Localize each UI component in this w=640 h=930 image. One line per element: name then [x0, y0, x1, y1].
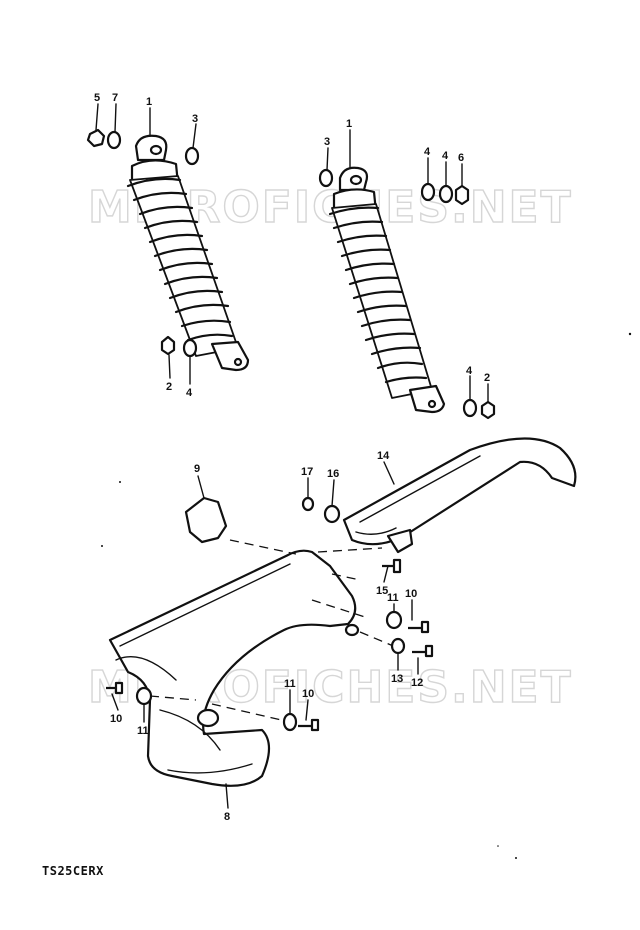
- callout-10: 10: [302, 688, 314, 700]
- callout-10: 10: [405, 588, 417, 600]
- chain-case-assembly: [106, 437, 577, 809]
- grommet-16: [323, 504, 341, 524]
- collar-11b: [135, 686, 153, 706]
- right-washer-3: [318, 168, 334, 188]
- right-washer-4b: [438, 184, 454, 204]
- callout-5: 5: [94, 92, 100, 104]
- callout-1: 1: [146, 96, 152, 108]
- callout-4: 4: [442, 150, 449, 162]
- right-shock-spring: [328, 203, 433, 399]
- nut-17: [301, 496, 315, 512]
- left-shock-spring: [126, 175, 239, 357]
- callout-14: 14: [377, 450, 390, 462]
- callout-11: 11: [284, 678, 296, 690]
- callouts-chain-case: 9 17 16 14 15 11 10 13 12 10 11 11 10 8: [110, 450, 423, 823]
- collar-11c: [282, 712, 298, 732]
- callouts-left-shock: 5 7 1 3 2 4: [94, 92, 198, 399]
- left-washer-4: [182, 338, 198, 358]
- callout-10: 10: [110, 713, 122, 725]
- bolt-10c: [298, 718, 320, 732]
- right-nut-6: [454, 184, 470, 206]
- callout-11: 11: [137, 725, 149, 737]
- callout-12: 12: [411, 677, 423, 689]
- left-nut-5: [86, 128, 106, 148]
- callout-4: 4: [424, 146, 431, 158]
- collar-11a: [385, 610, 403, 630]
- left-washer-7: [106, 130, 122, 150]
- left-shock-absorber: [86, 103, 250, 385]
- callout-15: 15: [376, 585, 388, 597]
- right-washer-4a: [420, 182, 436, 202]
- callout-17: 17: [301, 466, 313, 478]
- left-nut-2: [160, 335, 176, 356]
- bolt-10a: [408, 620, 430, 634]
- callout-2: 2: [166, 381, 172, 393]
- callout-3: 3: [192, 113, 198, 125]
- rubber-block-9: [184, 496, 228, 544]
- right-nut-2: [480, 400, 496, 420]
- callout-8: 8: [224, 811, 230, 823]
- callout-4: 4: [466, 365, 473, 377]
- right-shock-absorber: [318, 129, 496, 420]
- callout-6: 6: [458, 152, 464, 164]
- bolt-12: [412, 644, 434, 658]
- diagram-code: TS25CERX: [42, 864, 104, 878]
- callout-4: 4: [186, 387, 193, 399]
- callout-1: 1: [346, 118, 352, 130]
- callout-3: 3: [324, 136, 330, 148]
- left-washer-3: [184, 146, 200, 166]
- right-washer-4c: [462, 398, 478, 418]
- scan-specks: [101, 332, 632, 859]
- callout-13: 13: [391, 673, 403, 685]
- upper-chain-cover-14: [342, 437, 577, 554]
- callout-11: 11: [387, 592, 399, 604]
- bolt-15: [382, 558, 402, 574]
- washer-13: [390, 637, 406, 655]
- callout-7: 7: [112, 92, 118, 104]
- callout-16: 16: [327, 468, 339, 480]
- bolt-10b: [106, 681, 124, 695]
- chain-case-8: [108, 549, 360, 787]
- callouts-right-shock: 3 1 4 4 6 4 2: [324, 118, 490, 384]
- callout-2: 2: [484, 372, 490, 384]
- callout-9: 9: [194, 463, 200, 475]
